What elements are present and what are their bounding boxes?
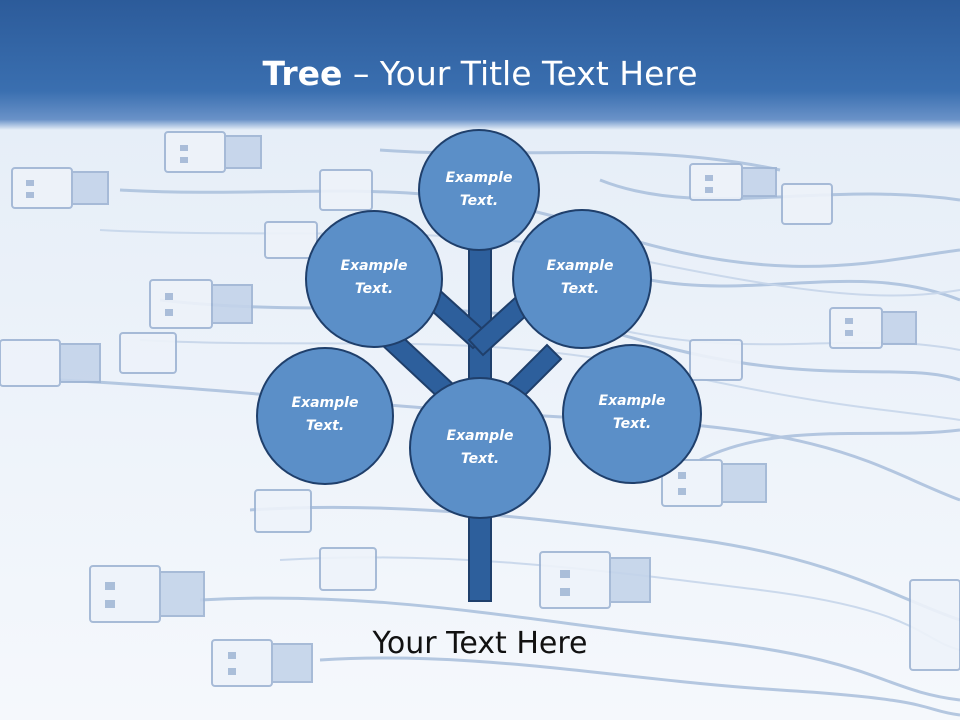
node-upper-right-label: Example Text. (520, 255, 640, 301)
node-label-line1: Example (445, 170, 513, 186)
title-bold: Tree (262, 54, 343, 93)
tree-nodes (256, 129, 702, 519)
node-center-label: Example Text. (420, 425, 540, 471)
node-label-line2: Text. (459, 193, 499, 209)
node-upper-right (512, 209, 652, 349)
node-top (418, 129, 540, 251)
node-upper-left-label: Example Text. (314, 255, 434, 301)
node-label-line1: Example (546, 258, 614, 274)
node-label-line1: Example (291, 395, 359, 411)
slide-title: Tree – Your Title Text Here (0, 52, 960, 96)
node-lower-left (256, 347, 394, 485)
node-label-line2: Text. (305, 418, 345, 434)
node-label-line1: Example (598, 393, 666, 409)
node-lower-right-label: Example Text. (572, 390, 692, 436)
node-lower-right (562, 344, 702, 484)
node-top-label: Example Text. (419, 167, 539, 213)
node-label-line2: Text. (560, 281, 600, 297)
node-label-line1: Example (446, 428, 514, 444)
body-text: Your Text Here (372, 626, 588, 661)
title-bar (0, 0, 960, 130)
node-center (409, 377, 551, 519)
node-label-line2: Text. (612, 416, 652, 432)
node-label-line1: Example (340, 258, 408, 274)
title-rest: – Your Title Text Here (342, 54, 698, 93)
node-upper-left (305, 210, 443, 348)
node-label-line2: Text. (354, 281, 394, 297)
node-label-line2: Text. (460, 451, 500, 467)
node-lower-left-label: Example Text. (265, 392, 385, 438)
